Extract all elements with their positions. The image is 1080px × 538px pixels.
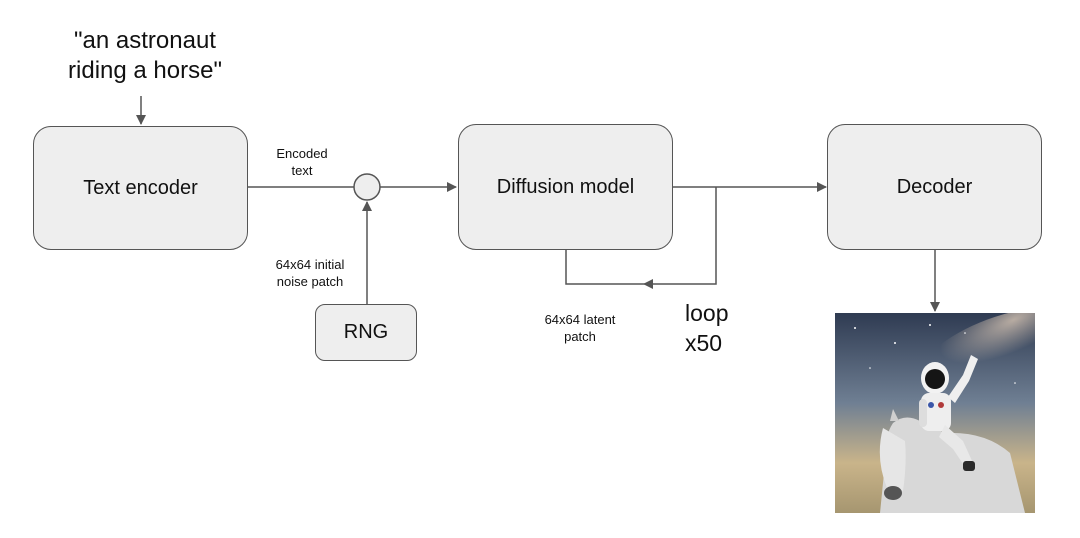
decoder-label: Decoder	[896, 175, 973, 198]
diffusion-model-label: Diffusion model	[496, 175, 635, 198]
noise-patch-label: 64x64 initial noise patch	[255, 256, 365, 290]
rng-label: RNG	[343, 321, 389, 343]
prompt-line-1: "an astronaut	[74, 27, 216, 54]
latent-patch-line-2: patch	[564, 329, 596, 344]
latent-patch-line-1: 64x64 latent	[544, 312, 616, 327]
loop-line-1: loop	[685, 300, 729, 326]
latent-patch-label: 64x64 latent patch	[520, 311, 640, 345]
generated-image	[835, 313, 1035, 513]
loop-return-line	[565, 250, 644, 285]
noise-patch-line-1: 64x64 initial	[275, 257, 345, 272]
noise-patch-line-2: noise patch	[276, 274, 344, 289]
loop-line-2: x50	[685, 330, 723, 356]
diffusion-model-box: Diffusion model	[458, 124, 673, 250]
text-encoder-box: Text encoder	[33, 126, 248, 250]
prompt-line-2: riding a horse"	[68, 57, 222, 84]
prompt-text: "an astronaut riding a horse"	[40, 26, 250, 86]
encoded-text-label: Encoded text	[262, 145, 342, 179]
decoder-box: Decoder	[827, 124, 1042, 250]
junction-node	[353, 173, 381, 201]
loop-label: loop x50	[685, 298, 728, 358]
rng-box: RNG	[315, 304, 417, 361]
encoded-text-line-2: text	[291, 163, 313, 178]
encoded-text-line-1: Encoded	[276, 146, 328, 161]
loop-connector	[643, 187, 717, 289]
text-encoder-label: Text encoder	[83, 176, 198, 199]
